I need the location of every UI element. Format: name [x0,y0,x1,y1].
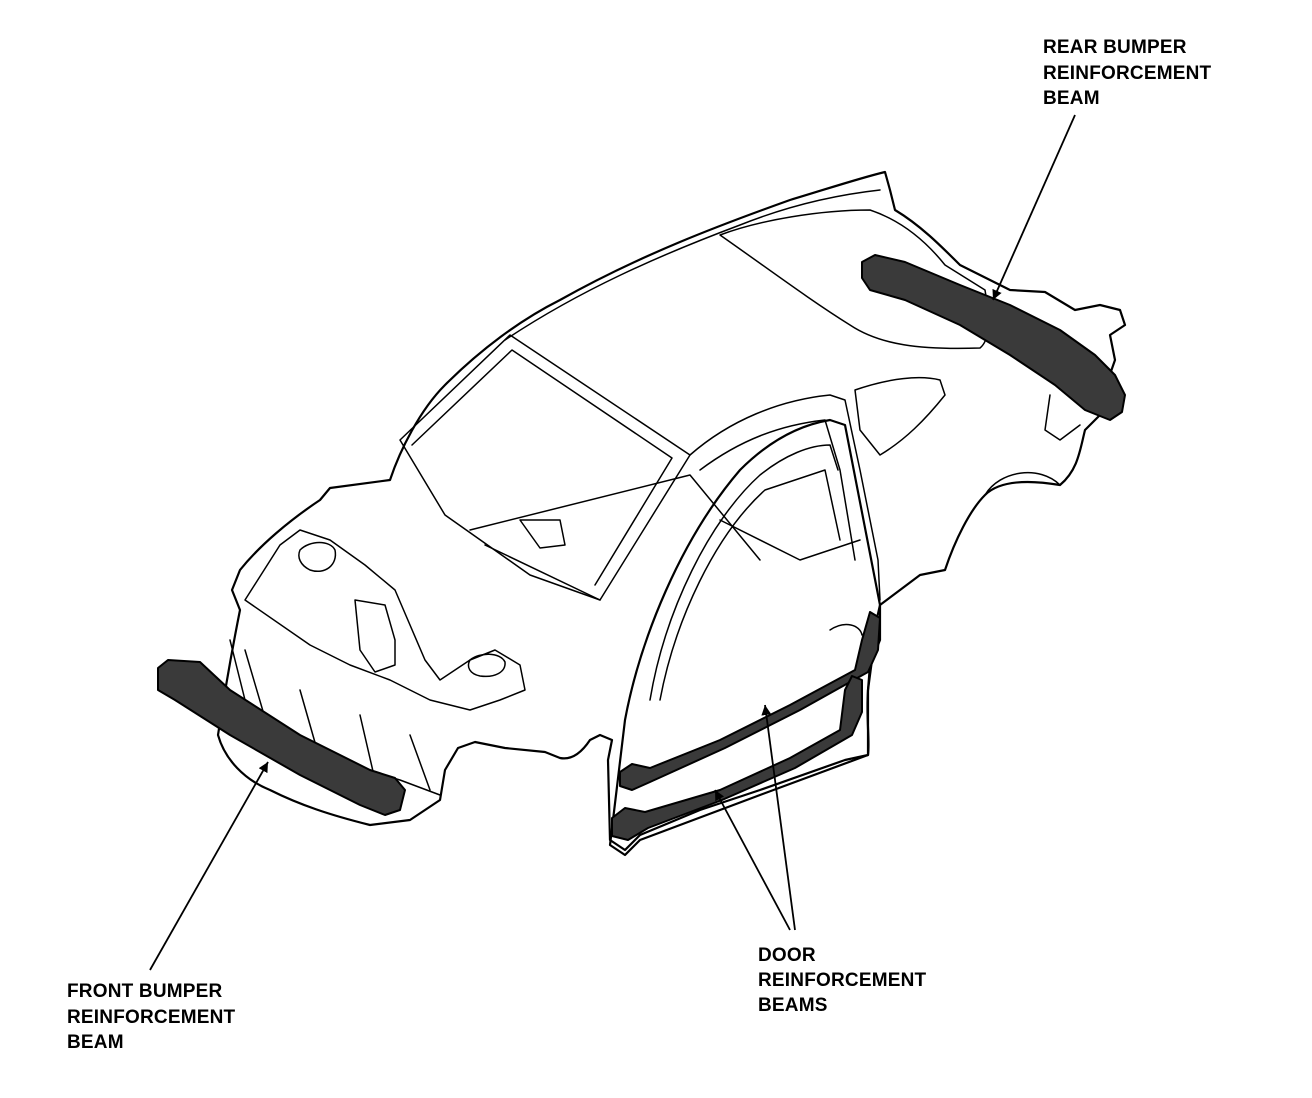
engine-bay [244,529,526,711]
door-handle [829,623,863,636]
door-opening [689,394,881,601]
rear-bumper-reinforcement-beam [861,254,1126,421]
windshield [399,334,691,601]
door-window-frame [649,444,839,701]
front-bumper-label: FRONT BUMPER REINFORCEMENT BEAM [67,981,241,1053]
door-beam-leader-upper [761,704,796,931]
rear-quarter-detail [1044,394,1081,441]
car-body [216,170,1127,852]
door-window-inner [659,469,841,701]
lower-door-reinforcement-beam [611,675,863,841]
front-frame [244,649,431,791]
windshield-inner [411,349,673,586]
front-bumper-reinforcement-beam [157,659,406,816]
strut-tower-right [467,653,506,678]
door-beams-label: DOOR REINFORCEMENT BEAMS [758,945,932,1016]
upper-door-reinforcement-beam [619,611,881,791]
floor-line-2 [484,544,601,601]
floor-line-4 [719,519,861,561]
rear-bumper-leader [992,114,1076,301]
quarter-window [854,376,946,456]
front-bumper-leader [149,761,269,971]
roof-line [504,189,881,341]
strut-tower-left [298,541,337,572]
engine-block [354,599,396,673]
rear-bumper-label: REAR BUMPER REINFORCEMENT BEAM [1043,37,1217,109]
floor-line-3 [519,519,566,549]
rear-wheel-arch [984,471,1061,496]
floor-line-1 [469,474,761,561]
door-beam-leader-lower [714,789,791,931]
body-outline [216,170,1127,852]
